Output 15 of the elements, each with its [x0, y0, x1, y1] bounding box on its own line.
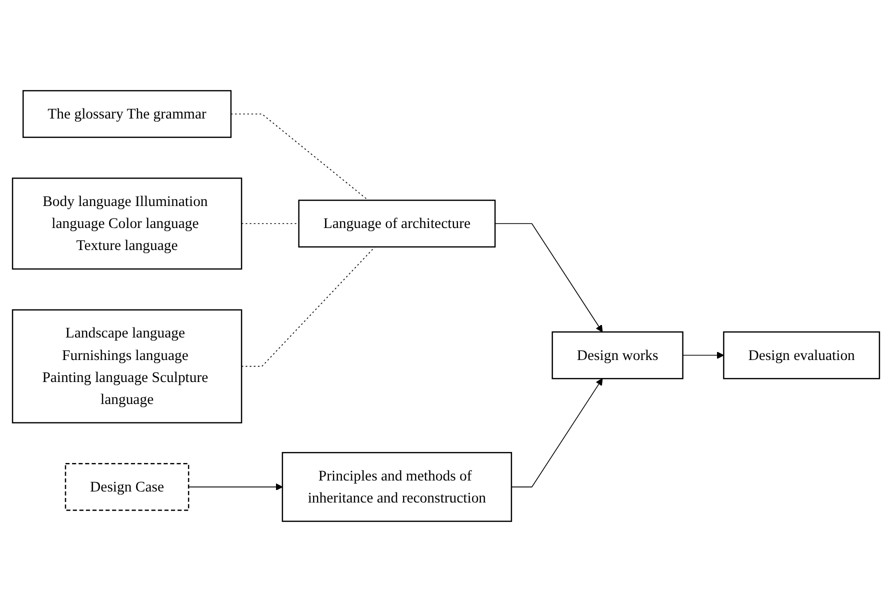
arrow: [494, 222, 603, 332]
node-box: Landscape language Furnishings language Painting language Sculpture language: [12, 308, 242, 423]
node-box: Design works: [552, 330, 684, 379]
node-box: Language of architecture: [298, 199, 496, 248]
arrow: [188, 482, 283, 490]
node-box: The glossary The grammar: [22, 90, 232, 138]
connector: [230, 113, 369, 200]
connector: [241, 222, 300, 224]
arrow: [511, 378, 603, 487]
arrow: [682, 351, 724, 358]
node-box: Body language Illumination language Color language Texture language: [12, 177, 242, 270]
connector: [241, 246, 376, 366]
node-box: Principles and methods of inheritance and reconstruction: [282, 452, 512, 522]
node-box: Design evaluation: [723, 330, 880, 379]
node-box: Design Case: [64, 462, 190, 510]
